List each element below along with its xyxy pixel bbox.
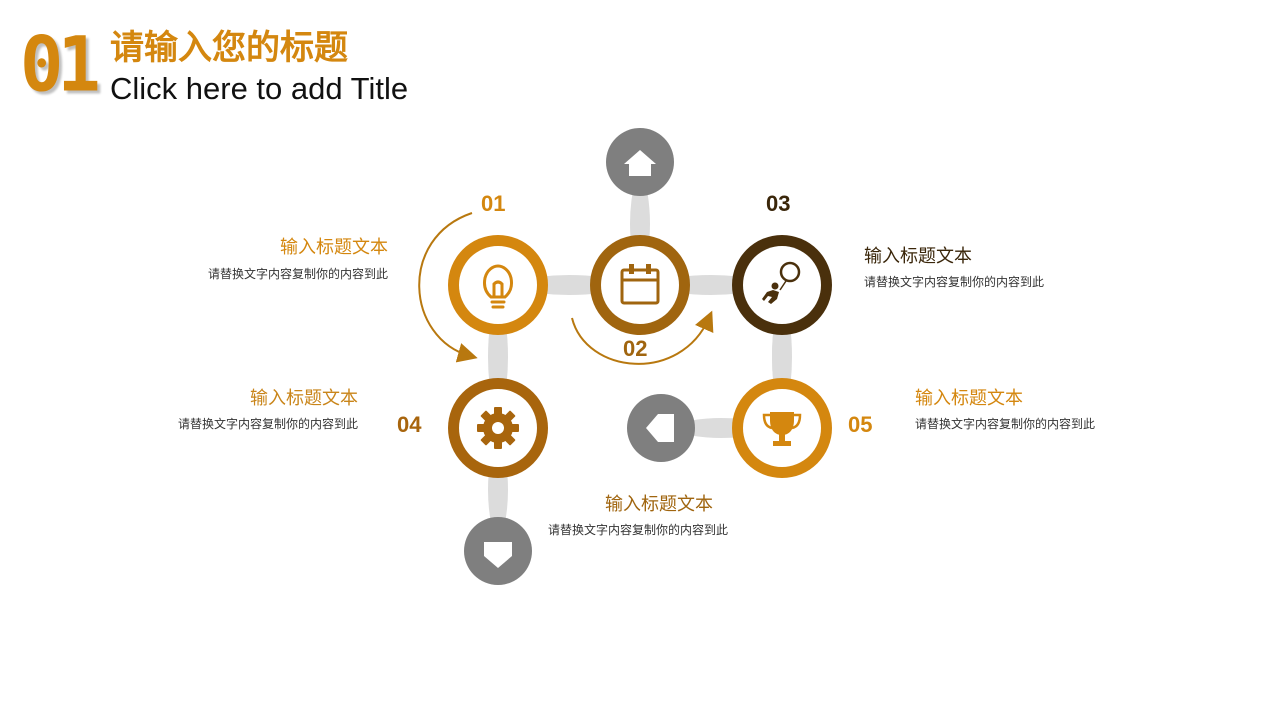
calendar-icon [620, 264, 660, 305]
step-02-heading: 输入标题文本 [605, 494, 713, 515]
gear-icon [477, 407, 519, 449]
home-icon [624, 150, 656, 176]
home-node[interactable] [606, 128, 674, 196]
step-04-node[interactable] [448, 378, 548, 478]
step-05-heading: 输入标题文本 [915, 388, 1023, 409]
arrow-left-icon [646, 414, 674, 442]
step-01-description: 请替换文字内容复制你的内容到此 [207, 267, 388, 281]
step-02-description: 请替换文字内容复制你的内容到此 [548, 523, 729, 537]
step-03-description: 请替换文字内容复制你的内容到此 [864, 275, 1045, 289]
step-01-heading: 输入标题文本 [280, 237, 388, 258]
back-node[interactable] [627, 394, 695, 462]
step-01-number: 01 [481, 191, 506, 216]
step-02-number: 02 [623, 336, 648, 361]
arrow-down-icon [484, 542, 512, 568]
step-03-heading: 输入标题文本 [864, 246, 972, 267]
section-number: 01 [20, 19, 101, 109]
step-05-node[interactable] [732, 378, 832, 478]
step-05-description: 请替换文字内容复制你的内容到此 [915, 417, 1096, 431]
step-04-number: 04 [397, 412, 422, 437]
trophy-icon [762, 412, 802, 446]
step-04-description: 请替换文字内容复制你的内容到此 [177, 417, 358, 431]
step-02-node[interactable] [590, 235, 690, 335]
step-03-node[interactable] [732, 235, 832, 335]
step-03-number: 03 [766, 191, 791, 216]
down-node[interactable] [464, 517, 532, 585]
step-05-number: 05 [848, 412, 873, 437]
person-balloon-icon [762, 261, 801, 304]
curved-arrow-01 [418, 212, 478, 363]
step-04-heading: 输入标题文本 [250, 388, 358, 409]
title-chinese: 请输入您的标题 [110, 28, 348, 68]
curved-arrow-02 [571, 310, 714, 365]
lightbulb-icon [483, 264, 513, 309]
title-english: Click here to add Title [110, 71, 409, 106]
step-01-node[interactable] [448, 235, 548, 335]
